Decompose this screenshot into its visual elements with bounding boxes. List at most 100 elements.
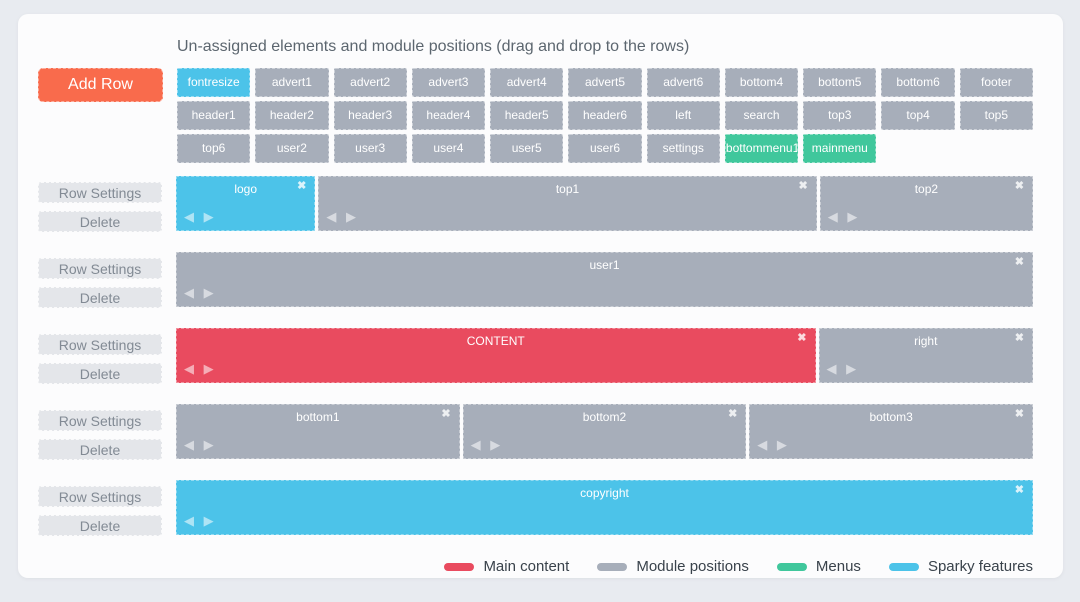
delete-row-button[interactable]: Delete <box>38 363 162 384</box>
row-settings-button[interactable]: Row Settings <box>38 182 162 203</box>
move-block-arrows[interactable]: ◀ ▶ <box>757 438 790 451</box>
delete-row-button[interactable]: Delete <box>38 287 162 308</box>
move-block-arrows[interactable]: ◀ ▶ <box>828 210 861 223</box>
unassigned-tile-top5[interactable]: top5 <box>959 101 1033 130</box>
row-blocks-1: logo✖◀ ▶top1✖◀ ▶top2✖◀ ▶ <box>176 176 1033 231</box>
add-row-button[interactable]: Add Row <box>38 68 163 102</box>
position-block-top2[interactable]: top2✖◀ ▶ <box>819 176 1033 231</box>
unassigned-tile-header5[interactable]: header5 <box>490 101 564 130</box>
unassigned-tile-top4[interactable]: top4 <box>881 101 955 130</box>
unassigned-tile-top6[interactable]: top6 <box>177 134 251 163</box>
delete-row-button[interactable]: Delete <box>38 439 162 460</box>
unassigned-tile-advert3[interactable]: advert3 <box>411 68 486 97</box>
unassigned-tile-advert2[interactable]: advert2 <box>333 68 407 97</box>
position-block-label: bottom3 <box>869 410 913 424</box>
move-left-icon[interactable]: ◀ <box>470 437 484 452</box>
move-right-icon[interactable]: ▶ <box>846 361 860 376</box>
delete-row-button[interactable]: Delete <box>38 211 162 232</box>
remove-block-icon[interactable]: ✖ <box>297 180 307 192</box>
remove-block-icon[interactable]: ✖ <box>798 180 808 192</box>
remove-block-icon[interactable]: ✖ <box>1014 484 1024 496</box>
position-block-right[interactable]: right✖◀ ▶ <box>818 328 1033 383</box>
legend-label: Menus <box>815 558 861 575</box>
unassigned-tile-user2[interactable]: user2 <box>255 134 329 163</box>
move-block-arrows[interactable]: ◀ ▶ <box>326 210 359 223</box>
unassigned-tile-header4[interactable]: header4 <box>411 101 486 130</box>
unassigned-tile-advert1[interactable]: advert1 <box>255 68 329 97</box>
move-right-icon[interactable]: ▶ <box>776 437 790 452</box>
unassigned-tile-header6[interactable]: header6 <box>568 101 642 130</box>
move-right-icon[interactable]: ▶ <box>490 437 504 452</box>
unassigned-tile-user6[interactable]: user6 <box>568 134 642 163</box>
move-left-icon[interactable]: ◀ <box>184 361 197 376</box>
unassigned-tile-user3[interactable]: user3 <box>333 134 407 163</box>
unassigned-tile-header3[interactable]: header3 <box>333 101 407 130</box>
position-block-content[interactable]: CONTENT✖◀ ▶ <box>176 328 816 383</box>
add-row-column: Add Row <box>38 38 163 163</box>
move-block-arrows[interactable]: ◀ ▶ <box>471 438 504 451</box>
move-left-icon[interactable]: ◀ <box>184 285 197 300</box>
unassigned-tile-advert4[interactable]: advert4 <box>490 68 564 97</box>
remove-block-icon[interactable]: ✖ <box>441 408 451 420</box>
position-block-user1[interactable]: user1✖◀ ▶ <box>176 252 1033 307</box>
move-left-icon[interactable]: ◀ <box>326 209 340 224</box>
move-block-arrows[interactable]: ◀ ▶ <box>184 514 217 527</box>
move-block-arrows[interactable]: ◀ ▶ <box>184 438 217 451</box>
unassigned-tile-search[interactable]: search <box>724 101 799 130</box>
remove-block-icon[interactable]: ✖ <box>1014 180 1024 192</box>
unassigned-tile-settings[interactable]: settings <box>646 134 720 163</box>
move-right-icon[interactable]: ▶ <box>847 209 861 224</box>
move-left-icon[interactable]: ◀ <box>757 437 771 452</box>
delete-row-button[interactable]: Delete <box>38 515 162 536</box>
move-right-icon[interactable]: ▶ <box>345 209 359 224</box>
position-block-top1[interactable]: top1✖◀ ▶ <box>318 176 817 231</box>
unassigned-tile-bottommenu1[interactable]: bottommenu1 <box>724 134 799 163</box>
unassigned-tile-bottom6[interactable]: bottom6 <box>881 68 955 97</box>
move-right-icon[interactable]: ▶ <box>203 437 217 452</box>
move-block-arrows[interactable]: ◀ ▶ <box>184 210 217 223</box>
move-left-icon[interactable]: ◀ <box>184 209 197 224</box>
unassigned-tile-top3[interactable]: top3 <box>803 101 877 130</box>
position-block-bottom3[interactable]: bottom3 ✖ ◀ ▶ <box>749 404 1033 459</box>
row-settings-button[interactable]: Row Settings <box>38 486 162 507</box>
move-right-icon[interactable]: ▶ <box>203 361 217 376</box>
move-left-icon[interactable]: ◀ <box>184 513 197 528</box>
move-block-arrows[interactable]: ◀ ▶ <box>184 286 217 299</box>
unassigned-tile-left[interactable]: left <box>646 101 720 130</box>
unassigned-tile-user4[interactable]: user4 <box>411 134 486 163</box>
remove-block-icon[interactable]: ✖ <box>728 408 738 420</box>
position-block-copyright[interactable]: copyright✖◀ ▶ <box>176 480 1033 535</box>
unassigned-tile-user5[interactable]: user5 <box>490 134 564 163</box>
move-right-icon[interactable]: ▶ <box>203 285 217 300</box>
legend-label: Sparky features <box>927 558 1033 575</box>
row-settings-button[interactable]: Row Settings <box>38 410 162 431</box>
unassigned-tile-bottom5[interactable]: bottom5 <box>803 68 877 97</box>
move-block-arrows[interactable]: ◀ ▶ <box>827 362 860 375</box>
move-right-icon[interactable]: ▶ <box>203 513 217 528</box>
remove-block-icon[interactable]: ✖ <box>1014 256 1024 268</box>
remove-block-icon[interactable]: ✖ <box>797 332 807 344</box>
move-block-arrows[interactable]: ◀ ▶ <box>184 362 217 375</box>
position-block-logo[interactable]: logo✖◀ ▶ <box>176 176 316 231</box>
position-block-bottom1[interactable]: bottom1✖◀ ▶ <box>176 404 460 459</box>
unassigned-tile-advert6[interactable]: advert6 <box>646 68 720 97</box>
unassigned-tile-header2[interactable]: header2 <box>255 101 329 130</box>
move-right-icon[interactable]: ▶ <box>203 209 217 224</box>
unassigned-tile-header1[interactable]: header1 <box>177 101 251 130</box>
unassigned-tile-footer[interactable]: footer <box>959 68 1033 97</box>
row-settings-button[interactable]: Row Settings <box>38 258 162 279</box>
unassigned-tile-mainmenu[interactable]: mainmenu <box>803 134 877 163</box>
unassigned-tile-fontresize[interactable]: fontresize <box>177 68 251 97</box>
unassigned-tile-advert5[interactable]: advert5 <box>568 68 642 97</box>
remove-block-icon[interactable]: ✖ <box>1014 332 1024 344</box>
move-left-icon[interactable]: ◀ <box>827 209 841 224</box>
unassigned-tile-bottom4[interactable]: bottom4 <box>724 68 799 97</box>
position-block-bottom2[interactable]: bottom2✖◀ ▶ <box>462 404 747 459</box>
remove-block-icon[interactable]: ✖ <box>1014 408 1024 420</box>
move-left-icon[interactable]: ◀ <box>826 361 840 376</box>
row-settings-button[interactable]: Row Settings <box>38 334 162 355</box>
move-left-icon[interactable]: ◀ <box>184 437 197 452</box>
